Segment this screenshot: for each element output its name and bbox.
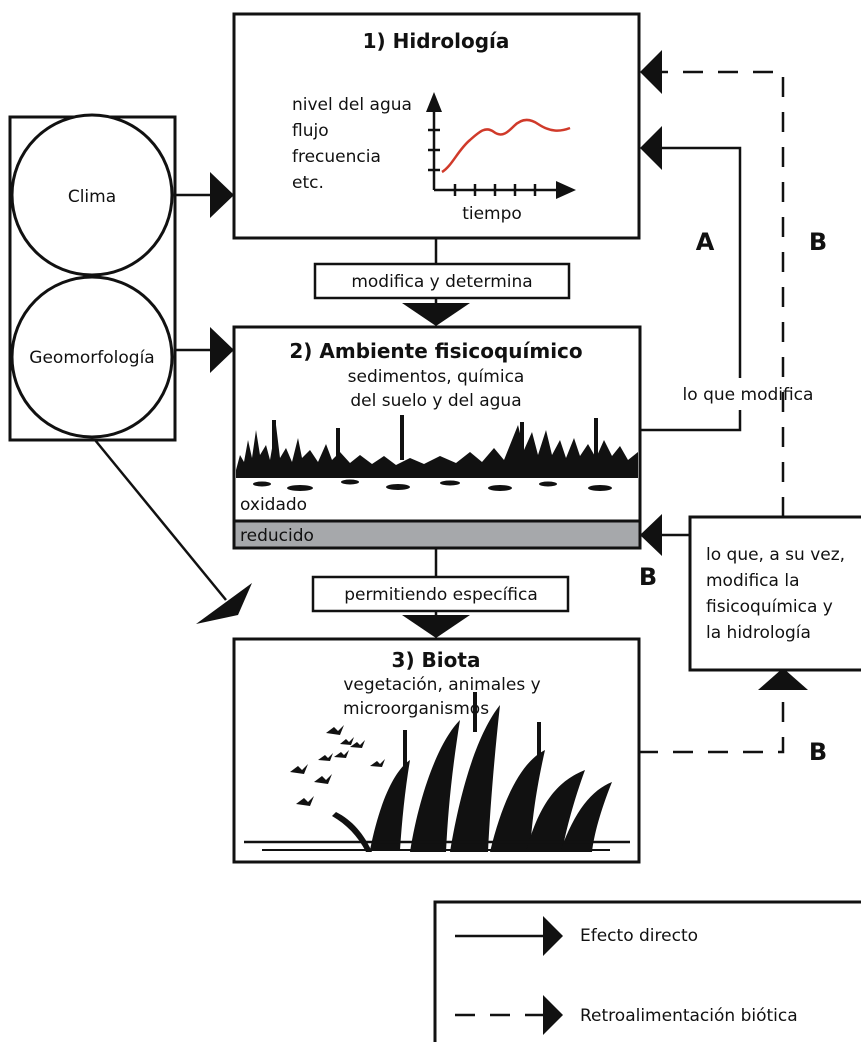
hidrologia-line-4: etc.: [292, 173, 324, 193]
lo-que-modifica-bg: [668, 378, 830, 410]
ambiente-arrowhead: [402, 303, 470, 326]
feedback-line-2: modifica la: [706, 571, 800, 591]
legend-feedback-arrowhead: [543, 995, 563, 1035]
biota-diagonal-arrowhead: [196, 583, 252, 624]
biota-arrowhead: [402, 615, 470, 638]
hidrologia-line-2: flujo: [292, 121, 329, 141]
clima-arrowhead: [210, 172, 234, 218]
feedback-to-ambiente-arrowhead: [640, 514, 662, 556]
feedback-line-1: lo que, a su vez,: [706, 545, 845, 565]
feedback-b-label-middle: B: [639, 563, 657, 591]
feedback-b-label-lower: B: [809, 738, 827, 766]
mini-chart-x-arrow: [556, 181, 576, 199]
oxidado-label: oxidado: [240, 495, 307, 515]
legend-direct-label: Efecto directo: [580, 926, 698, 946]
ambiente-subtitle-2: del suelo y del agua: [350, 391, 521, 411]
geomorfologia-label: Geomorfología: [29, 348, 154, 368]
feedback-box: [688, 515, 861, 672]
feedback-a-arrowhead: [640, 126, 662, 170]
ambiente-subtitle-1: sedimentos, química: [348, 367, 525, 387]
ambiente-title: 2) Ambiente fisicoquímico: [289, 339, 582, 363]
permitiendo-box: [311, 575, 570, 613]
feedback-b-upper-line: [662, 70, 785, 517]
reeds-illustration: [244, 692, 630, 852]
feedback-b-label-upper: B: [809, 228, 827, 256]
feedback-line-3: fisicoquímica y: [706, 597, 833, 617]
hidrologia-title: 1) Hidrología: [363, 29, 510, 53]
geomorfologia-circle: [10, 275, 174, 439]
mini-chart-ticks: [428, 128, 537, 196]
ambiente-box: [232, 325, 642, 550]
lo-que-modifica-label: lo que modifica: [683, 385, 814, 405]
biota-subtitle-2: microorganismos: [343, 699, 489, 719]
hidrologia-line-1: nivel del agua: [292, 95, 412, 115]
geomorfologia-arrowhead: [210, 327, 234, 373]
legend-direct-arrowhead: [543, 916, 563, 956]
geomorfologia-to-biota-line: [94, 439, 227, 601]
reducido-label: reducido: [240, 526, 314, 546]
hidrologia-line-3: frecuencia: [292, 147, 381, 167]
legend-feedback-label: Retroalimentación biótica: [580, 1006, 798, 1026]
feedback-b-up-arrowhead: [758, 668, 808, 690]
mini-chart-y-arrow: [426, 92, 442, 112]
feedback-line-4: la hidrología: [706, 623, 811, 643]
biota-title: 3) Biota: [392, 648, 481, 672]
marsh-illustration: [236, 415, 638, 491]
water-level-curve: [441, 118, 571, 174]
hidrologia-box: [232, 12, 641, 240]
permitiendo-label: permitiendo específica: [344, 585, 538, 605]
clima-label: Clima: [68, 187, 116, 207]
birds-illustration: [290, 725, 385, 806]
modifica-y-determina-box: [313, 262, 571, 300]
feedback-b-lower-line: [638, 690, 785, 754]
clima-circle: [10, 113, 174, 277]
feedback-a-line: [640, 146, 742, 432]
biota-subtitle-1: vegetación, animales y: [343, 675, 540, 695]
modifica-y-determina-label: modifica y determina: [351, 272, 532, 292]
mini-chart-x-label: tiempo: [462, 204, 522, 224]
feedback-a-label: A: [696, 228, 715, 256]
feedback-b-top-arrowhead: [640, 50, 662, 94]
legend-box: [433, 900, 861, 1042]
